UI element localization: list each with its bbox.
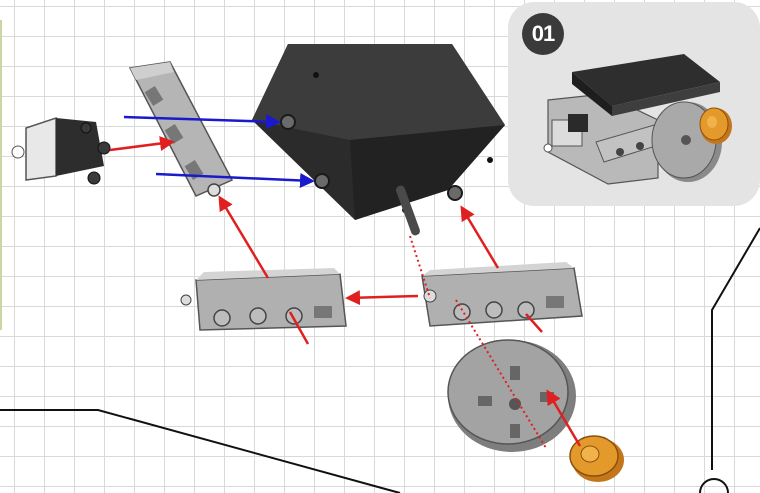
vertical-beam-icon	[128, 61, 234, 197]
assembly-arrows-blue	[123, 114, 315, 188]
assembly-arrows-red	[109, 136, 582, 447]
pulley-icon	[569, 435, 624, 482]
completed-step-inset: 01	[508, 2, 760, 206]
guide-lines-dotted	[409, 235, 547, 449]
wheel-hub-icon	[447, 339, 576, 452]
motor-body-icon	[252, 44, 505, 236]
lower-left-beam-icon	[180, 268, 347, 331]
step-number-badge: 01	[522, 13, 564, 55]
servo-icon	[11, 116, 111, 185]
lower-right-beam-icon	[421, 262, 583, 327]
assembled-preview	[543, 54, 732, 185]
callout-lines	[0, 227, 760, 493]
